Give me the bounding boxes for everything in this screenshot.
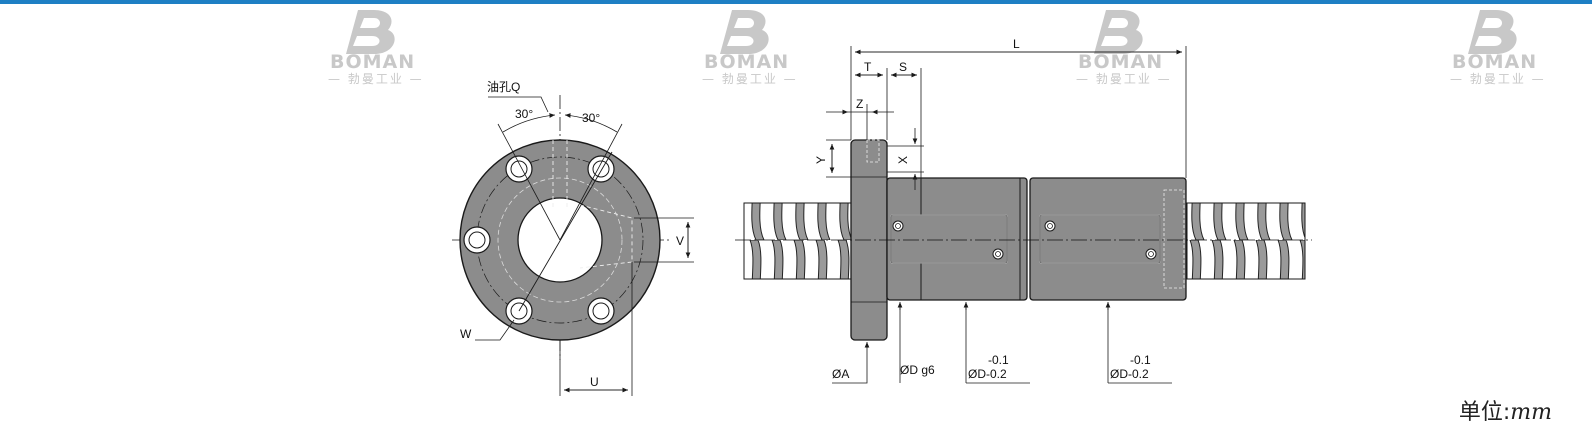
- svg-text:— 勃曼工业 —: — 勃曼工业 —: [1450, 72, 1546, 86]
- return-tube-left: [890, 214, 1008, 264]
- svg-text:— 勃曼工业 —: — 勃曼工业 —: [702, 72, 798, 86]
- watermark-logo: BOMAN — 勃曼工业 —: [702, 10, 798, 86]
- bolt-hole: [587, 297, 615, 325]
- svg-text:BOMAN: BOMAN: [704, 51, 789, 73]
- watermark-logo: BOMAN — 勃曼工业 —: [328, 10, 424, 86]
- angle-right-label: 30°: [582, 111, 600, 125]
- watermark-logo: BOMAN — 勃曼工业 —: [1450, 10, 1546, 86]
- units-label: 单位:mm: [1458, 400, 1552, 425]
- dim-y-label: Y: [814, 156, 828, 164]
- tolerance-label-1: -0.1: [988, 353, 1009, 367]
- dia-a-label: ØA: [832, 367, 849, 381]
- tolerance-label-2: -0.1: [1130, 353, 1151, 367]
- dim-x-label: X: [896, 156, 910, 164]
- oil-hole-label: 油孔Q: [487, 80, 520, 94]
- bolt-hole: [587, 155, 615, 183]
- front-view-flange: [452, 95, 672, 360]
- svg-text:— 勃曼工业 —: — 勃曼工业 —: [328, 72, 424, 86]
- bolt-hole: [463, 226, 491, 254]
- side-view-dimensions: [826, 46, 1187, 384]
- svg-text:BOMAN: BOMAN: [1078, 51, 1163, 73]
- dim-u-label: U: [590, 375, 599, 389]
- dim-t-label: T: [864, 60, 872, 74]
- screw-thread-left: [743, 202, 853, 280]
- dia-d-g6-label: ØD g6: [900, 363, 935, 377]
- screw-thread-right: [1186, 202, 1306, 280]
- dia-d-label-2: ØD-0.2: [1110, 367, 1149, 381]
- front-view-dimensions: [475, 96, 694, 396]
- svg-text:BOMAN: BOMAN: [1452, 51, 1537, 73]
- return-tube-right: [1039, 214, 1161, 264]
- dim-v-label: V: [676, 234, 684, 248]
- dim-z-label: Z: [856, 97, 863, 111]
- svg-text:BOMAN: BOMAN: [330, 51, 415, 73]
- angle-left-label: 30°: [515, 107, 533, 121]
- bolt-hole: [505, 155, 533, 183]
- dim-w-label: W: [460, 327, 472, 341]
- dim-l-label: L: [1013, 37, 1020, 51]
- units-value: mm: [1510, 400, 1552, 425]
- dia-d-label-1: ØD-0.2: [968, 367, 1007, 381]
- svg-text:— 勃曼工业 —: — 勃曼工业 —: [1076, 72, 1172, 86]
- dim-s-label: S: [899, 60, 907, 74]
- top-accent-bar: [0, 0, 1592, 4]
- side-view-nut: [735, 139, 1312, 341]
- watermark-logo: BOMAN — 勃曼工业 —: [1076, 10, 1172, 86]
